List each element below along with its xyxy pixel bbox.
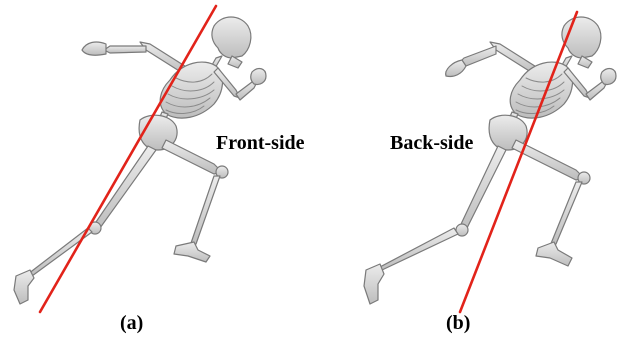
skeleton-a-rear-foot — [14, 270, 34, 304]
panel-a-caption: (a) — [120, 312, 143, 335]
skeleton-b-front-fist — [601, 69, 616, 85]
skeleton-b-front-foot — [536, 242, 572, 266]
skeleton-b-rear-shin — [378, 228, 458, 270]
panel-b-caption: (b) — [446, 312, 470, 335]
skeleton-a-front-shin — [190, 176, 220, 246]
skeleton-a-front-fist — [251, 69, 266, 85]
skeleton-a-rear-shin — [28, 228, 92, 276]
skeleton-a-back-forearm — [104, 46, 146, 53]
skeleton-b-front-thigh — [512, 140, 584, 180]
skeleton-b-rear-thigh — [458, 146, 506, 232]
skeleton-b-front-shin — [550, 182, 582, 246]
skeleton-b — [364, 17, 616, 304]
skeleton-a-front-thigh — [162, 140, 222, 174]
front-side-label: Front-side — [216, 132, 305, 155]
skeleton-a — [14, 17, 266, 304]
back-side-label: Back-side — [390, 132, 473, 155]
skeleton-a-rear-thigh — [92, 146, 156, 230]
skeleton-b-back-hand — [446, 60, 466, 77]
skeleton-a-skull — [212, 17, 251, 58]
skeleton-b-rear-foot — [364, 264, 384, 304]
skeleton-a-back-hand — [82, 42, 106, 55]
skeleton-a-front-foot — [174, 242, 210, 262]
